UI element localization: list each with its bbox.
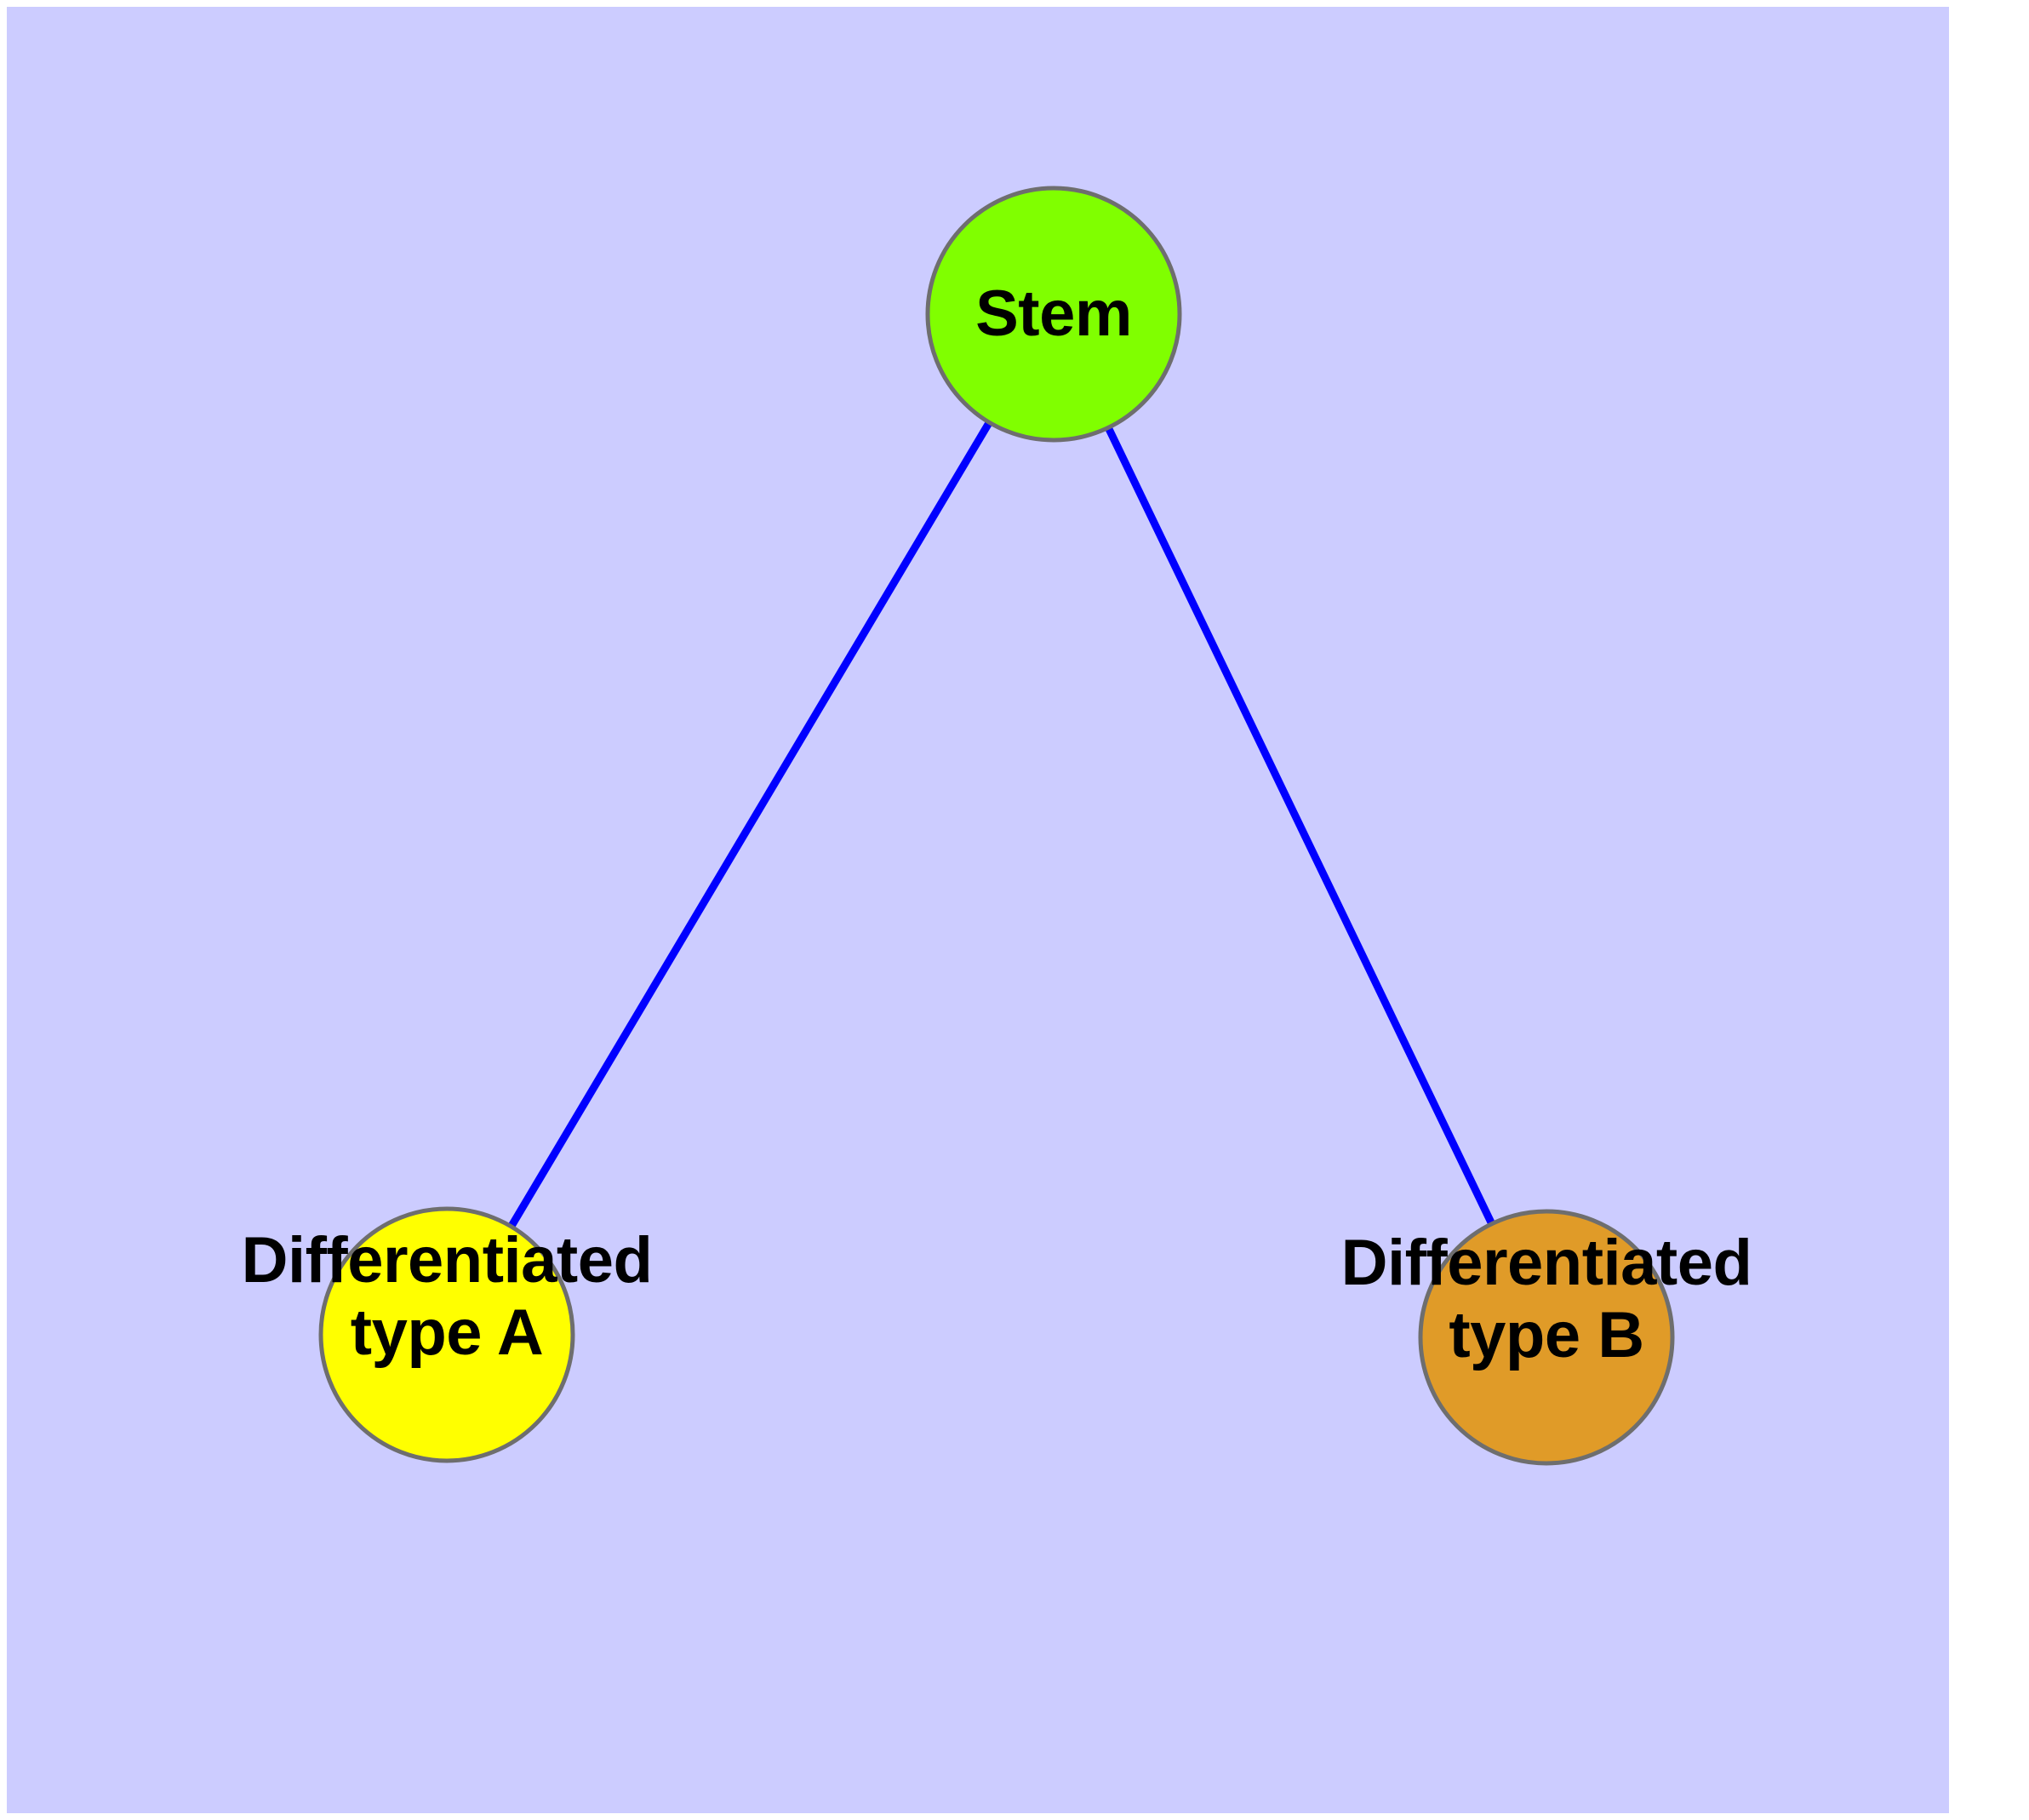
diagram-panel: Stem Differentiated type A Differentiate… (7, 7, 1949, 1813)
edge-layer (443, 312, 1551, 1339)
edge-stem-to-differentiated-type-a (443, 312, 1057, 1337)
node-stem[interactable] (925, 186, 1182, 443)
graph-svg (318, 186, 1675, 1466)
node-differentiated-type-b[interactable] (1418, 1209, 1675, 1466)
node-layer (318, 186, 1675, 1466)
edge-stem-to-differentiated-type-b (1049, 312, 1551, 1339)
node-differentiated-type-a[interactable] (318, 1206, 575, 1463)
